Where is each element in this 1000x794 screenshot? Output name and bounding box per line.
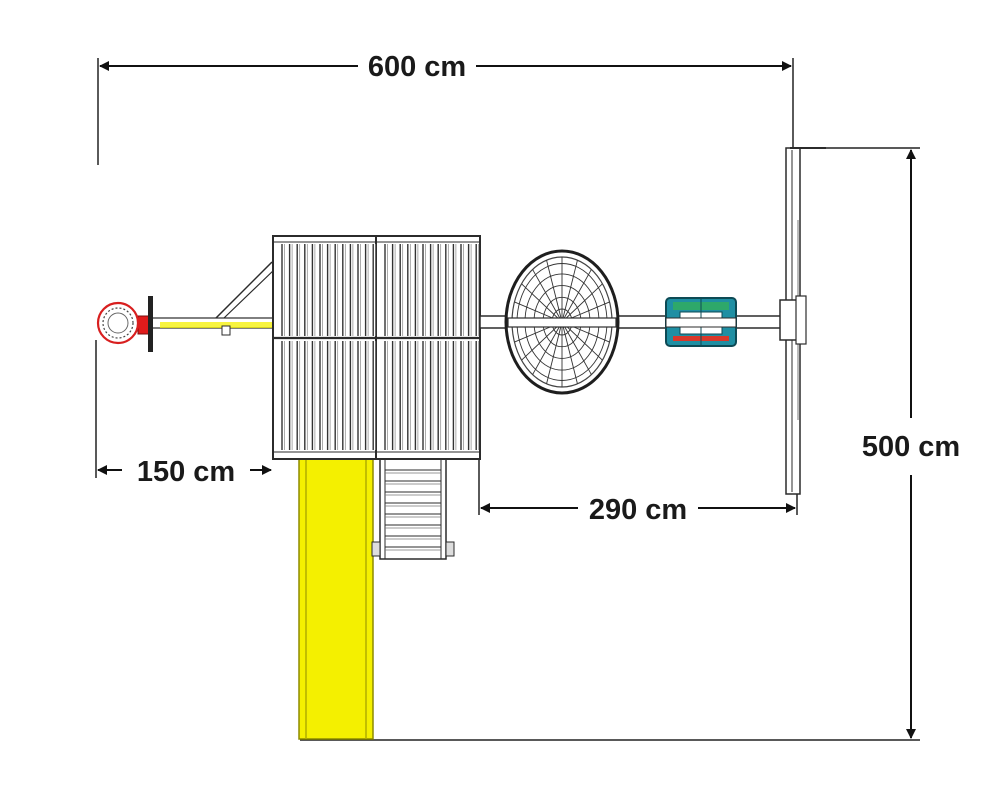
label-swing-beam: 290 cm: [589, 494, 687, 526]
slide: [298, 458, 374, 740]
dimension-basket-offset: 150 cm: [95, 340, 272, 488]
basket-arm: [149, 261, 277, 336]
tower-roof: [272, 235, 481, 460]
label-total-width: 600 cm: [368, 51, 466, 83]
ladder: [371, 458, 455, 560]
label-basket-offset: 150 cm: [137, 456, 235, 488]
dimension-total-width: 600 cm: [97, 51, 794, 165]
dimension-total-depth: 500 cm: [300, 147, 960, 741]
a-frame-legs: [779, 147, 826, 495]
nest-swing: [504, 249, 620, 395]
dimension-swing-beam: 290 cm: [478, 460, 798, 526]
swing-seat: [665, 297, 737, 347]
basketball-hoop: [96, 296, 153, 352]
label-total-depth: 500 cm: [862, 431, 960, 463]
